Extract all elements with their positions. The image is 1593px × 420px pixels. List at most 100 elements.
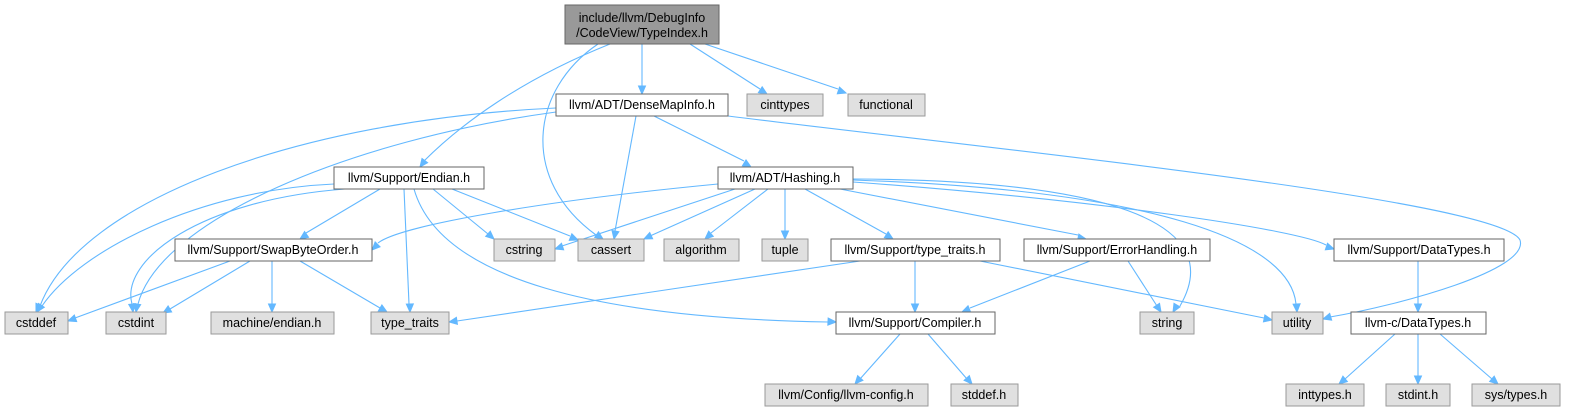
node-hashing[interactable]: llvm/ADT/Hashing.h [717,166,854,190]
edge-llvm-c-datatypes-stdint [1413,334,1423,386]
sys-types-label: sys/types.h [1485,388,1548,402]
edge-line [432,188,489,235]
arrowhead-icon [1413,375,1423,386]
edge-compiler-stddef [927,333,973,385]
edge-hashing-swapbyteorder [371,183,719,251]
edge-densemapinfo-cstddef [35,107,557,314]
graph-nodes: include/llvm/DebugInfo /CodeView/TypeInd… [4,4,1561,407]
edge-hashing-support-datatypes [852,181,1336,251]
stddef-label: stddef.h [962,388,1007,402]
edge-line [137,111,557,305]
edge-line [451,188,571,237]
node-type-traits-h[interactable]: llvm/Support/type_traits.h [830,238,1001,262]
node-densemapinfo[interactable]: llvm/ADT/DenseMapInfo.h [555,93,729,117]
endian-label: llvm/Support/Endian.h [348,171,470,185]
node-cstddef[interactable]: cstddef [4,311,69,335]
node-cstdint[interactable]: cstdint [105,311,167,335]
arrowhead-icon [704,230,715,240]
arrowhead-icon [1152,302,1162,314]
arrowhead-icon [854,374,864,385]
edge-type-traits-h-utility [979,260,1274,323]
node-type-traits[interactable]: type_traits [370,311,450,335]
edge-support-datatypes-llvm-c-datatypes [1413,261,1423,314]
node-compiler[interactable]: llvm/Support/Compiler.h [835,311,996,335]
node-tuple[interactable]: tuple [761,238,809,262]
arrowhead-icon [371,241,381,251]
edge-root-functional [704,43,848,95]
edge-endian-cstddef [36,183,335,314]
edge-line [804,188,887,235]
edge-line [653,115,745,162]
edge-swapbyteorder-type-traits [299,260,389,313]
edge-swapbyteorder-cstdint [161,260,251,314]
arrowhead-icon [910,303,920,314]
node-utility[interactable]: utility [1271,311,1324,335]
node-cassert[interactable]: cassert [577,238,645,262]
node-inttypes[interactable]: inttypes.h [1285,383,1365,407]
algorithm-label: algorithm [675,243,726,257]
edge-line [649,188,756,237]
edge-llvm-c-datatypes-sys-types [1439,333,1499,385]
arrowhead-icon [1321,312,1333,321]
arrowhead-icon [553,242,565,251]
edge-swapbyteorder-cstddef [66,260,231,323]
node-stddef[interactable]: stddef.h [950,383,1019,407]
edge-endian-cstdint [127,188,346,314]
densemapinfo-label: llvm/ADT/DenseMapInfo.h [569,98,715,112]
node-cstring[interactable]: cstring [493,238,556,262]
edge-densemapinfo-cstdint [133,111,557,314]
edge-root-cassert [542,43,605,240]
arrowhead-icon [1262,314,1274,323]
node-functional[interactable]: functional [847,93,926,117]
node-machine-endian[interactable]: machine/endian.h [210,311,335,335]
edge-line [979,260,1265,319]
edge-line [1439,333,1493,380]
edge-hashing-cstring [553,188,736,251]
edge-line [456,260,861,322]
node-support-datatypes[interactable]: llvm/Support/DataTypes.h [1333,238,1505,262]
node-llvm-c-datatypes[interactable]: llvm-c/DataTypes.h [1350,311,1487,335]
arrowhead-icon [960,304,972,313]
node-stdint[interactable]: stdint.h [1385,383,1451,407]
edge-line [299,260,381,309]
node-llvm-config[interactable]: llvm/Config/llvm-config.h [764,383,929,407]
arrowhead-icon [1413,303,1423,314]
node-algorithm[interactable]: algorithm [663,238,740,262]
support-datatypes-label: llvm/Support/DataTypes.h [1347,243,1490,257]
edge-swapbyteorder-machine-endian [267,261,277,314]
node-errorhandling[interactable]: llvm/Support/ErrorHandling.h [1023,238,1211,262]
edge-line [413,188,829,323]
edge-errorhandling-string [1127,260,1162,314]
arrowhead-icon [637,85,647,96]
llvm-c-datatypes-label: llvm-c/DataTypes.h [1365,316,1471,330]
arrowhead-icon [447,316,459,325]
edge-line [423,43,611,162]
edge-densemapinfo-cassert [611,115,637,241]
node-swapbyteorder[interactable]: llvm/Support/SwapByteOrder.h [174,238,373,262]
node-cinttypes[interactable]: cinttypes [746,93,824,117]
edge-hashing-type-traits-h [804,188,895,240]
arrowhead-icon [1488,375,1499,385]
node-root-typeindex[interactable]: include/llvm/DebugInfo /CodeView/TypeInd… [564,4,720,45]
edge-line [169,260,251,310]
cinttypes-label: cinttypes [760,98,809,112]
edge-type-traits-h-compiler [910,261,920,314]
edge-endian-swapbyteorder [298,188,381,240]
arrowhead-icon [298,230,310,240]
compiler-label: llvm/Support/Compiler.h [849,316,982,330]
cassert-label: cassert [591,243,632,257]
arrowhead-icon [757,85,769,95]
edge-densemapinfo-hashing [653,115,753,168]
node-sys-types[interactable]: sys/types.h [1471,383,1561,407]
errorhandling-label: llvm/Support/ErrorHandling.h [1037,243,1198,257]
edge-line [39,107,557,307]
edge-line [689,43,761,90]
node-endian[interactable]: llvm/Support/Endian.h [333,166,485,190]
node-string[interactable]: string [1139,311,1195,335]
arrowhead-icon [1172,302,1181,314]
swapbyteorder-label: llvm/Support/SwapByteOrder.h [188,243,359,257]
edge-line [710,188,769,234]
arrowhead-icon [377,303,389,313]
arrowhead-icon [741,158,753,168]
